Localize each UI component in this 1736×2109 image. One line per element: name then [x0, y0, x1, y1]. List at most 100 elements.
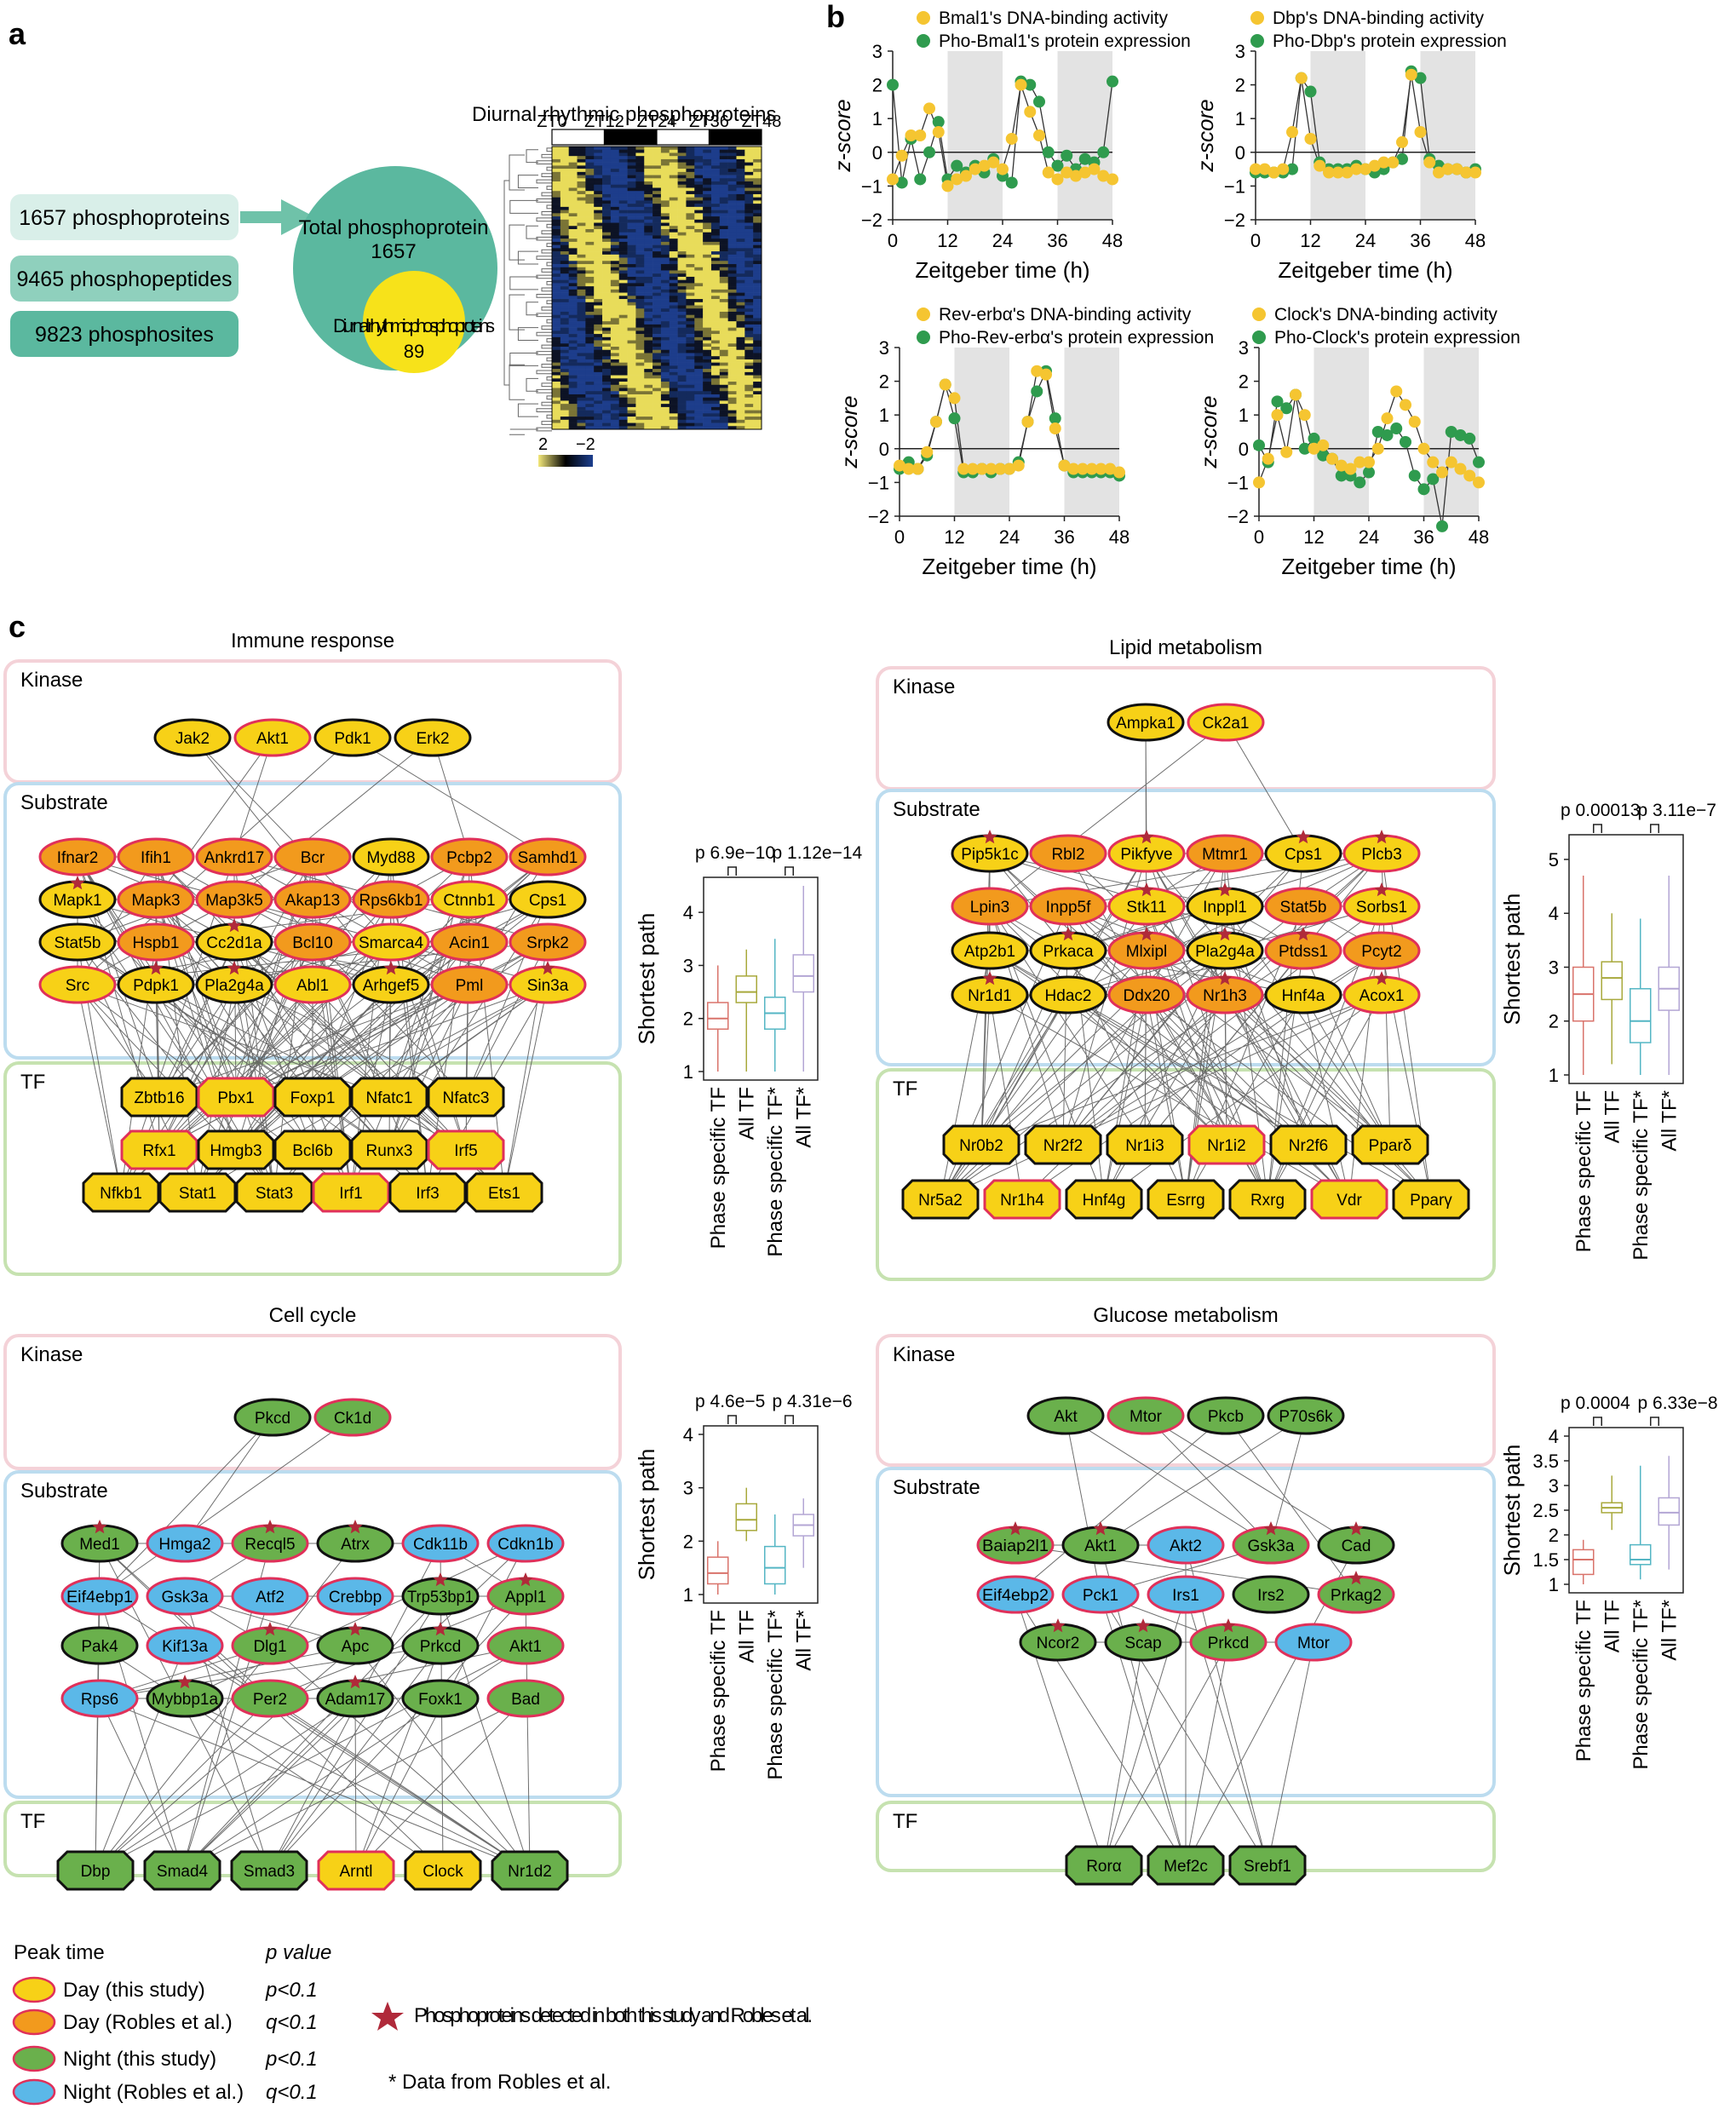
heatmap-cell [703, 181, 712, 186]
heatmap-cell [736, 299, 745, 303]
heatmap-cell [594, 302, 603, 306]
heatmap-cell [602, 382, 612, 386]
heatmap-cell [694, 171, 704, 175]
tier-label-substrate: Substrate [893, 798, 980, 821]
heatmap-cell [736, 187, 745, 192]
heatmap-cell [618, 318, 628, 322]
heatmap-cell [669, 273, 678, 278]
heatmap-cell [694, 397, 704, 401]
heatmap-cell [727, 158, 737, 163]
heatmap-cell [669, 362, 678, 366]
heatmap-cell [703, 244, 712, 249]
heatmap-cell [560, 210, 569, 214]
heatmap-cell [610, 302, 620, 306]
heatmap-cell [669, 286, 678, 290]
heatmap-cell [585, 279, 595, 284]
node-label: Cc2d1a [206, 934, 262, 952]
heatmap-cell [669, 261, 678, 265]
node-label: Cad [1342, 1537, 1371, 1555]
heatmap-cell [753, 384, 762, 388]
heatmap-cell [552, 251, 561, 256]
heatmap-cell [669, 264, 678, 268]
heatmap-cell [660, 400, 670, 405]
heatmap-cell [585, 349, 595, 353]
heatmap-cell [677, 417, 687, 421]
heatmap-cell [627, 254, 636, 258]
heatmap-cell [686, 152, 695, 157]
heatmap-cell [568, 244, 578, 249]
heatmap-cell [568, 330, 578, 335]
heatmap-cell [652, 219, 662, 223]
heatmap-cell [627, 388, 636, 392]
heatmap-cell [602, 330, 612, 335]
heatmap-cell [585, 184, 595, 188]
substrate-ellipse [1061, 1575, 1140, 1614]
heatmap-cell [594, 169, 603, 173]
heatmap-cell [635, 267, 645, 271]
substrate-ellipse [352, 837, 430, 876]
y-tick-label: 0 [872, 142, 882, 164]
heatmap-cell [652, 324, 662, 328]
heatmap-cell [753, 152, 762, 157]
heatmap-cell [677, 219, 687, 223]
heatmap-cell [618, 314, 628, 319]
heatmap-cell [736, 419, 745, 423]
heatmap-cell [660, 318, 670, 322]
heatmap-cell [736, 340, 745, 344]
heatmap-cell [727, 210, 737, 214]
heatmap-cell [686, 147, 695, 151]
node-label: Nr2f6 [1289, 1137, 1328, 1155]
heatmap-cell [560, 369, 569, 373]
heatmap-cell [652, 397, 662, 401]
heatmap-cell [719, 156, 728, 160]
heatmap-cell [660, 193, 670, 198]
heatmap-cell [618, 302, 628, 306]
heatmap-cell [727, 314, 737, 319]
heatmap-cell [577, 238, 586, 243]
heatmap-cell [719, 397, 728, 401]
heatmap-cell [753, 228, 762, 233]
heatmap-cell [736, 417, 745, 421]
heatmap-cell [703, 254, 712, 258]
node-label: Rxrg [1250, 1192, 1285, 1210]
heatmap-cell [594, 273, 603, 278]
heatmap-cell [610, 222, 620, 227]
heatmap-cell [577, 169, 586, 173]
heatmap-cell [627, 308, 636, 313]
heatmap-cell [568, 382, 578, 386]
heatmap-cell [660, 171, 670, 175]
heatmap-cell [660, 184, 670, 188]
heatmap-cell [552, 302, 561, 306]
heatmap-cell [727, 422, 737, 427]
heatmap-cell [736, 296, 745, 300]
heatmap-cell [677, 426, 687, 430]
heatmap-cell [753, 308, 762, 313]
heatmap-cell [627, 191, 636, 195]
heatmap-cell [694, 213, 704, 217]
heatmap-cell [744, 378, 754, 382]
substrate-ellipse [430, 880, 509, 919]
node-apc: Apc [316, 1622, 394, 1665]
heatmap-cell [753, 318, 762, 322]
heatmap-cell [727, 248, 737, 252]
heatmap-cell [703, 314, 712, 319]
heatmap-cell [560, 299, 569, 303]
heatmap-cell [736, 184, 745, 188]
heatmap-cell [669, 388, 678, 392]
heatmap-cell [627, 244, 636, 249]
heatmap-cell [560, 410, 569, 414]
heatmap-cell [703, 378, 712, 382]
heatmap-cell [677, 251, 687, 256]
heatmap-cell [727, 197, 737, 201]
node-pkcb: Pkcb [1187, 1396, 1265, 1435]
x-axis-label: Zeitgeber time (h) [1281, 554, 1456, 579]
heatmap-cell [618, 165, 628, 170]
heatmap-cell [644, 347, 653, 351]
y-tick-label: −1 [868, 472, 889, 493]
node-label: Ddx20 [1124, 987, 1170, 1005]
heatmap-cell [568, 267, 578, 271]
heatmap-cell [618, 251, 628, 256]
heatmap-cell [560, 206, 569, 210]
heatmap-cell [635, 356, 645, 360]
heatmap-cell [618, 404, 628, 408]
